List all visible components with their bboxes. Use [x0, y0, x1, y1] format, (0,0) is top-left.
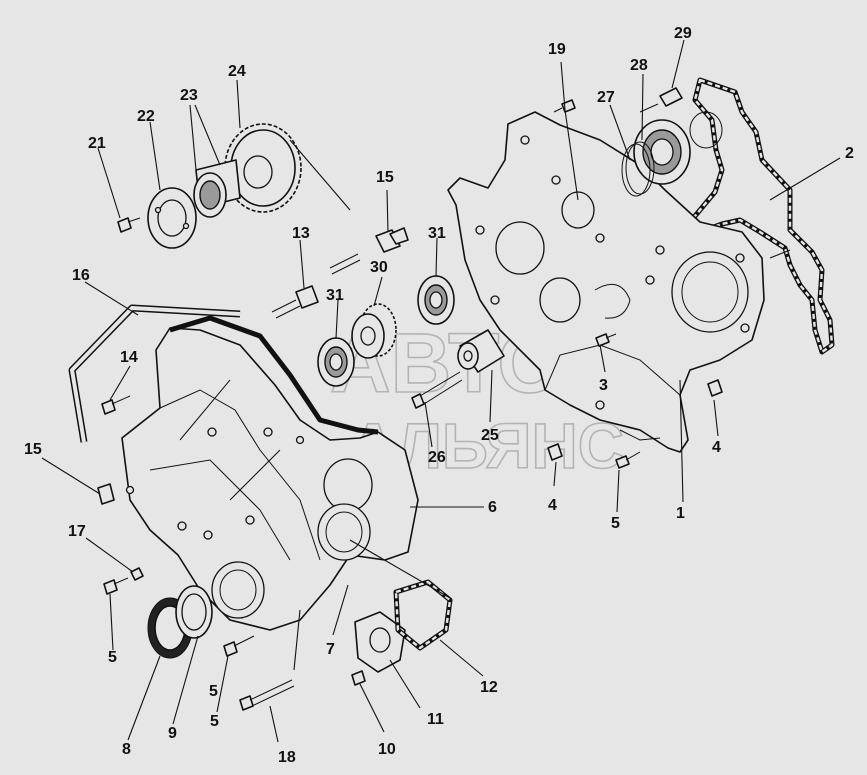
callout-27: 27 — [597, 89, 615, 106]
callout-22: 22 — [137, 108, 155, 125]
callout-5-bottom: 5 — [210, 713, 219, 730]
callout-15-left: 15 — [24, 441, 42, 458]
timing-cover-front — [121, 315, 419, 631]
callout-30: 30 — [370, 259, 388, 276]
callout-6: 6 — [488, 499, 497, 516]
idler-parts — [97, 227, 409, 505]
callout-2: 2 — [845, 145, 854, 162]
callout-18: 18 — [278, 749, 296, 766]
breather-pipe — [68, 304, 241, 443]
front-small-parts — [101, 395, 453, 711]
callout-4: 4 — [548, 497, 557, 514]
gasket-timing-case-rear — [687, 77, 835, 355]
callout-21: 21 — [88, 135, 106, 152]
callout-1: 1 — [676, 505, 685, 522]
leader-lines — [41, 39, 841, 743]
callout-23: 23 — [180, 87, 198, 104]
callout-17: 17 — [68, 523, 86, 540]
callout-31-left: 31 — [326, 287, 344, 304]
callout-8: 8 — [122, 741, 131, 758]
callout-24: 24 — [228, 63, 246, 80]
timing-case-rear-plate — [447, 111, 765, 453]
callout-28: 28 — [630, 57, 648, 74]
callout-7: 7 — [326, 641, 335, 658]
bolts-upper-right — [547, 87, 723, 469]
callout-4-right: 4 — [712, 439, 721, 456]
callout-26: 26 — [428, 449, 446, 466]
callout-5-right: 5 — [611, 515, 620, 532]
callout-13: 13 — [292, 225, 310, 242]
callout-12: 12 — [480, 679, 498, 696]
callout-15-top: 15 — [376, 169, 394, 186]
idler-gear-assembly — [317, 275, 505, 409]
callout-29: 29 — [674, 25, 692, 42]
callout-14: 14 — [120, 349, 138, 366]
callout-9: 9 — [168, 725, 177, 742]
callout-3: 3 — [599, 377, 608, 394]
callout-11: 11 — [427, 711, 444, 728]
callout-16: 16 — [72, 267, 90, 284]
callout-10: 10 — [378, 741, 396, 758]
callout-5-left: 5 — [108, 649, 117, 666]
callout-25: 25 — [481, 427, 499, 444]
callout-labels: 2 1 3 4 4 5 5 5 6 7 8 9 10 11 12 13 15 1… — [24, 25, 854, 766]
callout-5-lower: 5 — [209, 683, 218, 700]
seal-housing — [621, 119, 691, 197]
callout-19: 19 — [548, 41, 566, 58]
callout-31-right: 31 — [428, 225, 446, 242]
camshaft-gear-assembly — [117, 123, 302, 249]
